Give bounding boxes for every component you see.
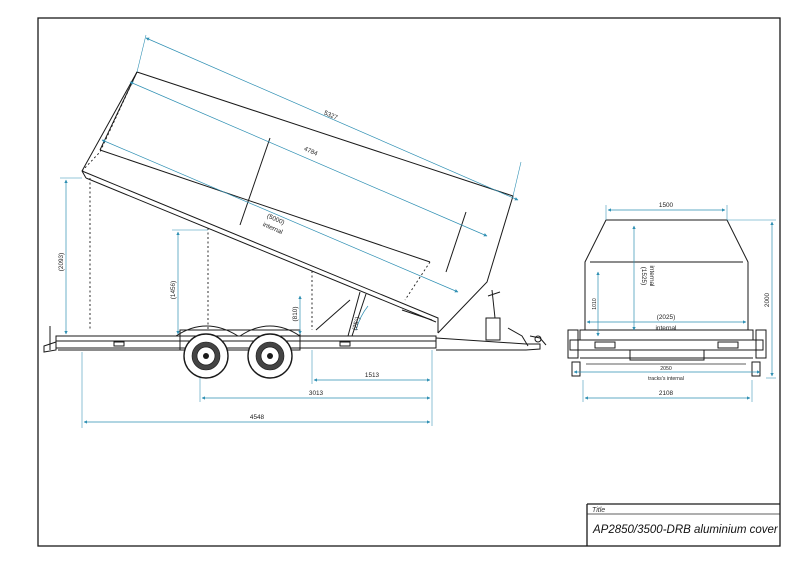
tilted-cover <box>81 71 514 337</box>
dim-tilted-height: (2093) <box>58 253 65 271</box>
dim-axle-to-rear: 3013 <box>309 390 324 397</box>
dim-side-height: 1010 <box>592 298 598 310</box>
drawbar <box>435 289 547 351</box>
drawing-title: AP2850/3500-DRB aluminium cover <box>592 524 779 536</box>
drawing-border <box>37 17 781 547</box>
title-block: Title AP2850/3500-DRB aluminium cover <box>586 503 780 546</box>
dim-top-width: 1500 <box>659 202 674 209</box>
title-label: Title <box>592 507 605 514</box>
dim-overall-tilted-length: 5327 <box>323 110 339 122</box>
dim-track: 2050 <box>660 366 672 372</box>
wheel-front <box>183 333 229 379</box>
dim-internal-width-note: internal <box>656 325 677 332</box>
dim-cover-length: 4784 <box>303 146 319 158</box>
dim-track-note: tracks's internal <box>648 376 684 382</box>
dim-internal-height: (1525) <box>640 267 647 285</box>
dim-pivot-to-rear: 1513 <box>365 372 380 379</box>
dim-hinge-height: (1456) <box>170 281 177 299</box>
chassis <box>43 326 437 353</box>
dim-internal-width: (2025) <box>657 314 675 321</box>
rear-view: 1500 (1525) internal 1010 2000 (2025) in… <box>567 202 776 402</box>
dim-internal-height-note: internal <box>648 266 655 287</box>
side-dimensions: 5327 4784 (5000) internal (2093) (1456) … <box>58 34 522 428</box>
dim-tilt-angle: (25°) <box>350 316 361 332</box>
dim-overall-width: 2108 <box>659 390 674 397</box>
wheel-rear <box>247 333 293 379</box>
side-view: 5327 4784 (5000) internal (2093) (1456) … <box>43 34 547 428</box>
dim-total-height: 2000 <box>764 292 771 307</box>
dim-frame-height: (810) <box>292 307 299 322</box>
rear-dimensions: 1500 (1525) internal 1010 2000 (2025) in… <box>573 202 776 402</box>
dim-overall-length: 4548 <box>250 414 265 421</box>
